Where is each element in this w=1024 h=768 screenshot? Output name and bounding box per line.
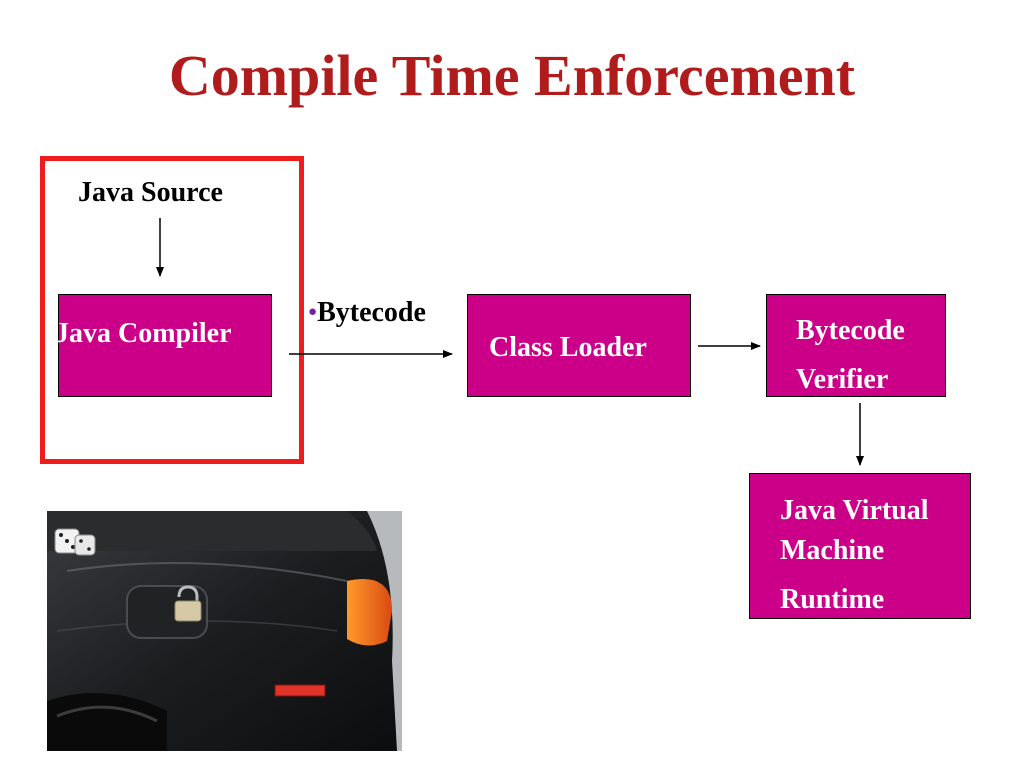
slide-title: Compile Time Enforcement — [168, 43, 856, 108]
bytecode-label: Bytecode — [317, 297, 426, 328]
verifier-line-1: Bytecode — [796, 315, 905, 346]
bytecode-label-group: ●Bytecode — [308, 296, 426, 330]
car-fuel-door-photo — [47, 511, 402, 751]
compile-stage-highlight-frame — [40, 156, 304, 464]
jvm-line-1: Java Virtual — [780, 495, 929, 526]
verifier-line-2: Verifier — [796, 364, 889, 395]
bytecode-verifier-box: Bytecode Verifier — [766, 294, 946, 397]
class-loader-box: Class Loader — [467, 294, 691, 397]
jvm-line-3: Runtime — [780, 584, 885, 615]
jvm-runtime-box: Java Virtual Machine Runtime — [749, 473, 971, 619]
java-compiler-box: Java Compiler — [55, 294, 272, 397]
java-compiler-label: Java Compiler — [55, 318, 232, 349]
class-loader-label: Class Loader — [489, 332, 647, 363]
car-fuel-door-padlock-icon — [47, 511, 402, 751]
bullet-dot-icon: ● — [308, 304, 318, 320]
jvm-line-2: Machine — [780, 535, 885, 566]
java-source-label: Java Source — [78, 177, 223, 208]
